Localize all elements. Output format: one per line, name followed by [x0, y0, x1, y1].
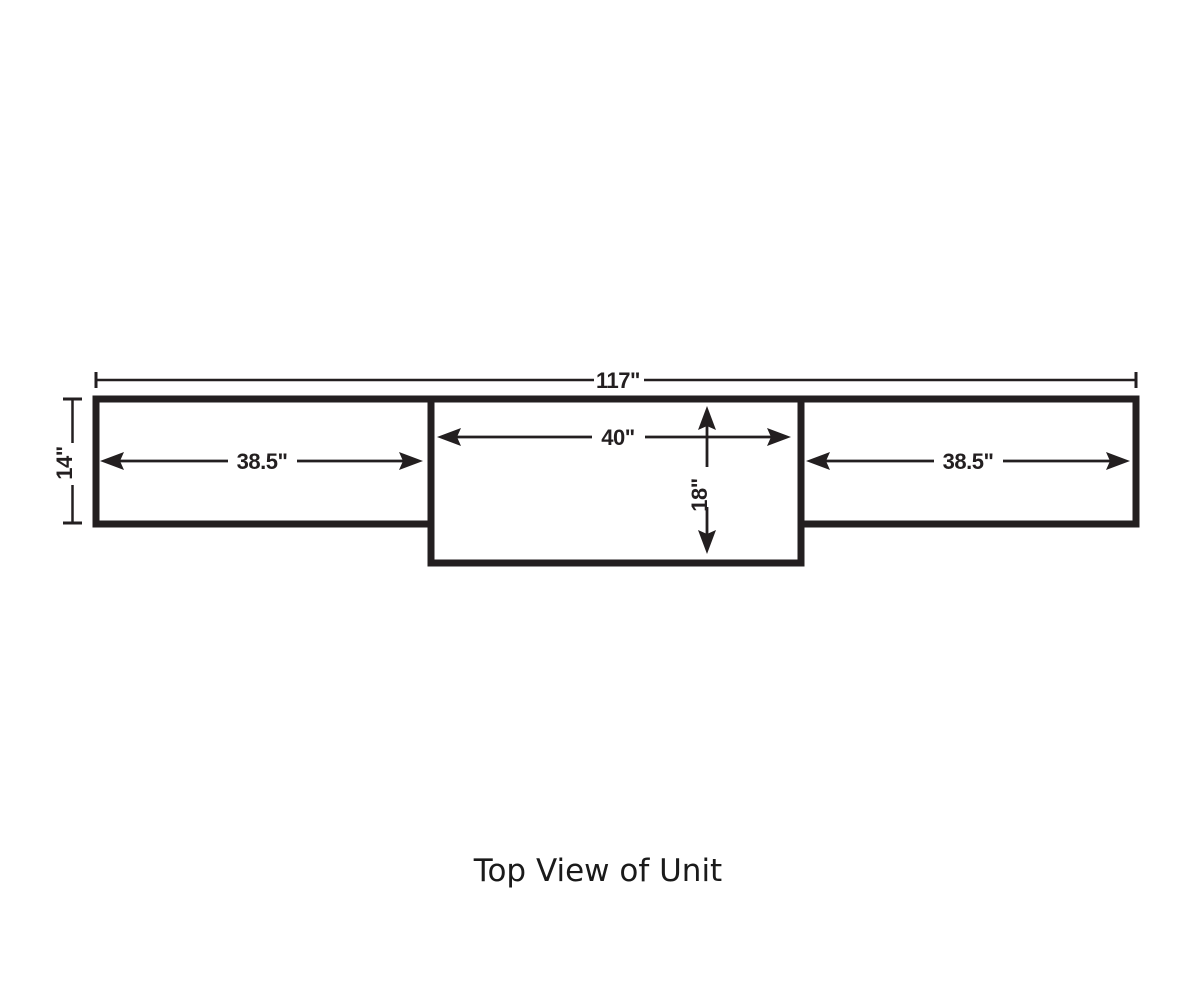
drawing-caption: Top View of Unit	[473, 853, 722, 889]
left-dim-arrowhead-end	[399, 452, 423, 470]
center-depth-arrowhead-bottom	[698, 530, 716, 554]
right-dim-arrowhead-start	[806, 452, 830, 470]
center-dim-arrowhead-start	[437, 428, 461, 446]
side-depth-label: 14"	[52, 446, 77, 479]
right-dim-arrowhead-end	[1106, 452, 1130, 470]
center-section-width-label: 40"	[601, 425, 634, 450]
center-depth-label: 18"	[687, 478, 712, 511]
right-section-width-dimension: 38.5"	[806, 449, 1130, 474]
center-dim-arrowhead-end	[767, 428, 791, 446]
overall-width-dimension: 117"	[94, 368, 1138, 393]
center-depth-arrowhead-top	[698, 406, 716, 430]
side-depth-dimension: 14"	[52, 397, 82, 525]
center-depth-dimension: 18"	[687, 406, 716, 554]
left-section-width-dimension: 38.5"	[100, 449, 423, 474]
left-dim-arrowhead-start	[100, 452, 124, 470]
unit-outline-group	[92, 395, 1140, 567]
unit-outline-path	[92, 395, 1140, 567]
right-section-width-label: 38.5"	[943, 449, 994, 474]
overall-width-label: 117"	[596, 368, 640, 393]
left-section-width-label: 38.5"	[237, 449, 288, 474]
